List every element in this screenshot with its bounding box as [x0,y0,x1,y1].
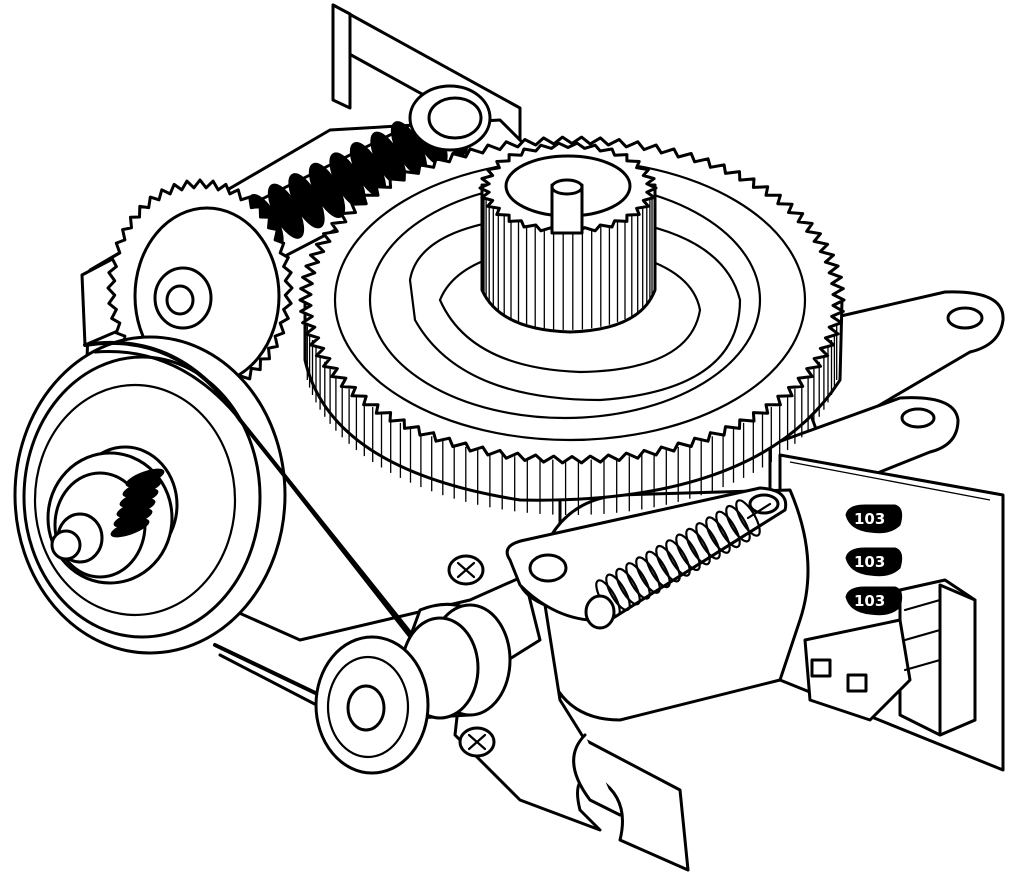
screw-bottom [458,726,496,758]
bracket-hole [946,306,984,330]
component-label: 103 [854,592,885,610]
screw-top [447,554,485,586]
spring-coil [645,550,671,589]
drive-belt [83,340,430,714]
component-label: 103 [854,510,885,528]
component-103-bottom: 103 [845,586,903,616]
component-103-middle: 103 [845,547,903,577]
spring-coil [665,539,691,577]
spring-coil [695,522,721,560]
spring-coil [615,567,641,606]
spring-coil [705,516,731,554]
component-103-top: 103 [845,504,903,534]
connector-pin [846,673,868,693]
tension-spring [584,499,772,630]
wire-connector [803,578,977,737]
spring-coil [715,510,741,549]
spring-coil [685,527,711,566]
spring-coil [635,556,661,594]
spring-coil [725,504,751,543]
bracket-hole [528,553,568,583]
small-pulley [314,602,512,775]
bracket-hole [900,407,936,429]
large-pulley [13,335,287,655]
spring-coil [675,533,701,572]
component-label: 103 [854,553,885,571]
bracket-hole [748,493,780,515]
worm-end-bearing [408,84,492,152]
pulley-hub [346,684,386,732]
large-spur-gear [298,135,846,515]
spring-coil [655,544,681,583]
spring-coil [605,573,631,612]
shaft-top [550,178,584,196]
spring-coil [625,562,651,600]
connector-pin [810,658,832,678]
